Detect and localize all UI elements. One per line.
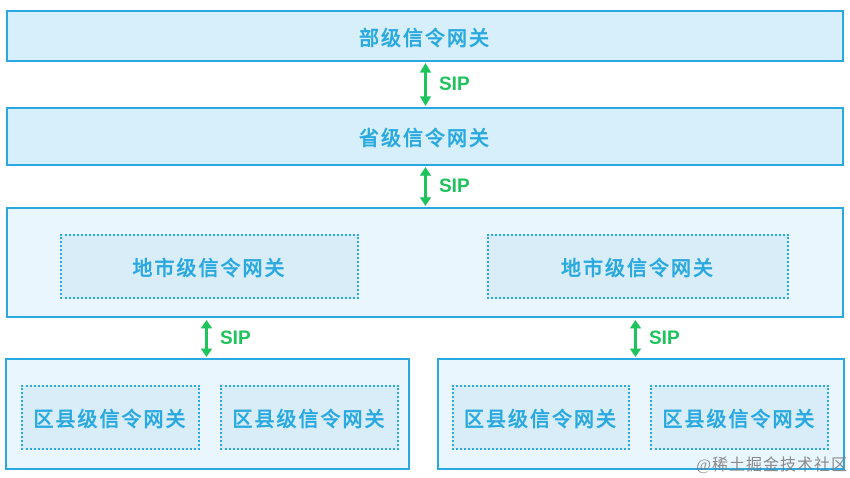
sip-label: SIP — [439, 74, 470, 95]
double-arrow-icon — [419, 167, 432, 206]
county-gateway-label: 区县级信令网关 — [232, 409, 387, 431]
sip-label: SIP — [220, 328, 251, 349]
sip-link-ministry-province: SIP — [418, 63, 470, 106]
double-arrow-icon — [419, 63, 432, 106]
county-gateway-label: 区县级信令网关 — [662, 409, 817, 431]
county-gateway-box-2: 区县级信令网关 — [220, 385, 399, 450]
county-level-container-left-box: 区县级信令网关 区县级信令网关 — [5, 358, 410, 470]
double-arrow-icon — [629, 320, 642, 357]
watermark-text: @稀土掘金技术社区 — [696, 457, 848, 474]
county-gateway-box-1: 区县级信令网关 — [21, 385, 200, 450]
double-arrow-icon — [200, 320, 213, 357]
province-gateway-box: 省级信令网关 — [6, 107, 844, 166]
sip-label: SIP — [649, 328, 680, 349]
city-gateway-box-1: 地市级信令网关 — [60, 234, 359, 299]
city-gateway-box-2: 地市级信令网关 — [487, 234, 789, 299]
county-gateway-box-3: 区县级信令网关 — [452, 385, 630, 450]
city-level-container-box: 地市级信令网关 地市级信令网关 — [6, 207, 844, 318]
ministry-gateway-box: 部级信令网关 — [6, 10, 844, 62]
county-gateway-box-4: 区县级信令网关 — [650, 385, 829, 450]
ministry-gateway-label: 部级信令网关 — [359, 27, 491, 50]
city-gateway-label: 地市级信令网关 — [561, 258, 715, 280]
county-level-container-right-box: 区县级信令网关 区县级信令网关 — [437, 358, 845, 470]
province-gateway-label: 省级信令网关 — [359, 128, 491, 150]
county-gateway-label: 区县级信令网关 — [33, 409, 188, 431]
city-gateway-label: 地市级信令网关 — [132, 258, 287, 280]
sip-link-city-county-left: SIP — [199, 320, 251, 357]
sip-link-city-county-right: SIP — [628, 320, 680, 357]
sip-label: SIP — [439, 176, 470, 197]
sip-link-province-city: SIP — [418, 167, 470, 206]
county-gateway-label: 区县级信令网关 — [464, 409, 618, 431]
